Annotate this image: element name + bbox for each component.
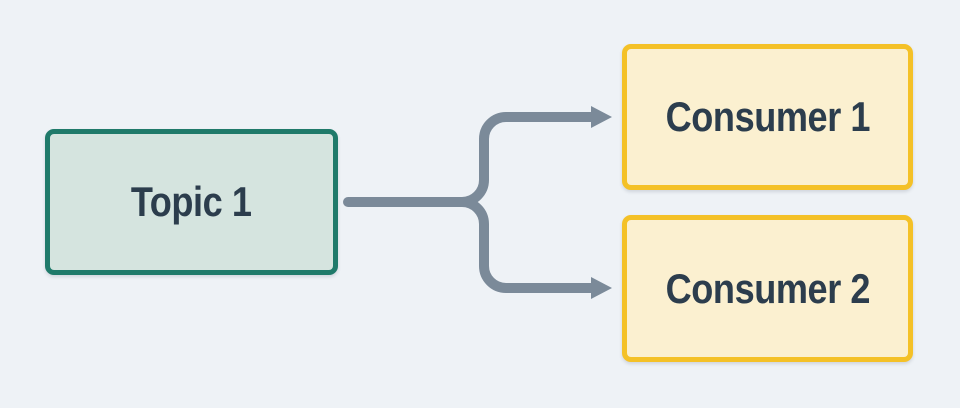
arrowhead-consumer1-icon [591,106,612,128]
consumer-2-node: Consumer 2 [622,215,913,362]
edge-topic-to-consumer1 [343,112,596,207]
topic-node-label: Topic 1 [131,178,252,225]
edge-topic-to-consumer2 [457,197,596,293]
consumer-1-node: Consumer 1 [622,44,913,190]
consumer-1-node-label: Consumer 1 [665,93,870,140]
arrowhead-consumer2-icon [591,277,612,299]
topic-node: Topic 1 [45,129,338,275]
consumer-2-node-label: Consumer 2 [665,264,870,312]
